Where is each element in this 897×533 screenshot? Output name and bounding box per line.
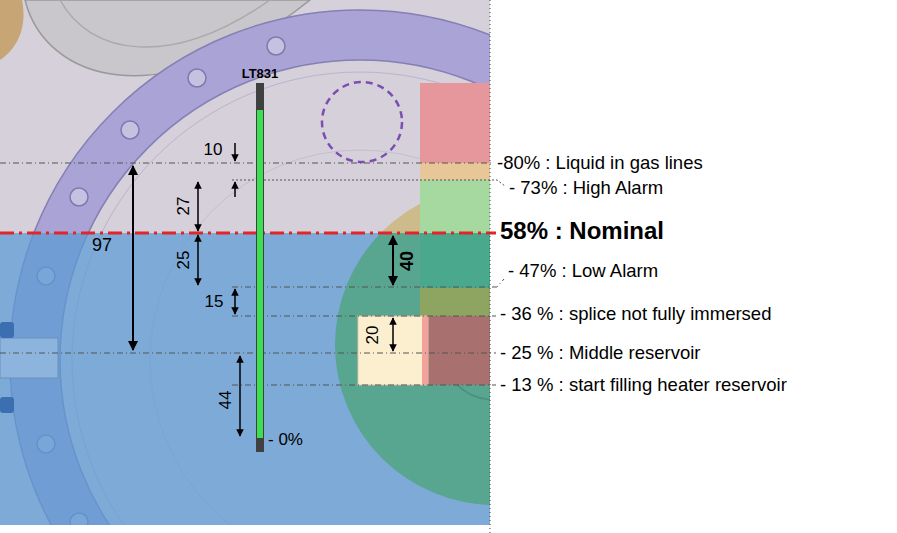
corner-part <box>0 0 23 60</box>
level-label: -80% : Liquid in gas lines <box>497 152 703 173</box>
illustration-group <box>0 0 490 525</box>
dimension-arrow <box>239 356 241 436</box>
dimension-number: 20 <box>363 326 383 345</box>
bolt-hole <box>70 188 88 206</box>
dimension-arrow <box>392 236 394 285</box>
dimension-arrow <box>234 289 236 314</box>
level-band-lightgreen <box>420 180 490 233</box>
splice-strip <box>422 316 428 385</box>
bolt-hole <box>188 69 206 87</box>
dimension-number: 44 <box>216 391 236 410</box>
level-label: - 25 % : Middle reservoir <box>500 342 700 363</box>
frame-line <box>490 0 491 533</box>
screw <box>0 397 14 413</box>
level-band-red <box>420 83 490 163</box>
dashed-circle <box>322 82 402 162</box>
level-label: - 47% : Low Alarm <box>508 260 658 281</box>
nominal-level-line <box>0 232 496 235</box>
level-label: - 13 % : start filling heater reservoir <box>500 374 787 395</box>
level-line <box>232 180 505 186</box>
dimension-arrow <box>392 318 394 351</box>
level-band-green <box>420 233 490 288</box>
dimension-arrow <box>197 182 199 231</box>
level-band-olive <box>420 288 490 316</box>
screw <box>0 322 14 338</box>
dimension-number: 40 <box>397 251 418 271</box>
level-gauge-range <box>257 110 263 438</box>
level-label: - 36 % : splice not fully immersed <box>500 303 771 324</box>
level-line <box>232 279 504 287</box>
dimension-number: 10 <box>204 140 223 160</box>
level-line <box>0 353 496 354</box>
dimension-number: 15 <box>205 292 224 312</box>
dimension-arrow <box>132 166 134 350</box>
level-band-brown <box>420 316 490 385</box>
side-pipe <box>0 338 58 378</box>
level-band-orange <box>420 163 490 180</box>
heater-disk-liquid <box>335 233 490 505</box>
bolt-hole <box>267 37 285 55</box>
bolt-hole <box>121 121 139 139</box>
dimension-number: 27 <box>174 197 194 216</box>
dimension-arrow <box>197 235 199 285</box>
dimension-arrow <box>234 182 236 197</box>
dimension-number: 25 <box>174 251 194 270</box>
level-gauge <box>256 83 264 452</box>
level-line <box>0 163 494 164</box>
level-label: - 0% <box>268 430 303 450</box>
splice-box <box>358 316 428 385</box>
level-line <box>232 385 496 386</box>
dimension-number: 97 <box>92 235 112 256</box>
level-line <box>232 316 496 317</box>
sensor-tag: LT831 <box>242 67 279 82</box>
nominal-level-label: 58% : Nominal <box>500 217 664 245</box>
dimension-arrow <box>234 143 236 161</box>
level-label: - 73% : High Alarm <box>509 177 663 198</box>
